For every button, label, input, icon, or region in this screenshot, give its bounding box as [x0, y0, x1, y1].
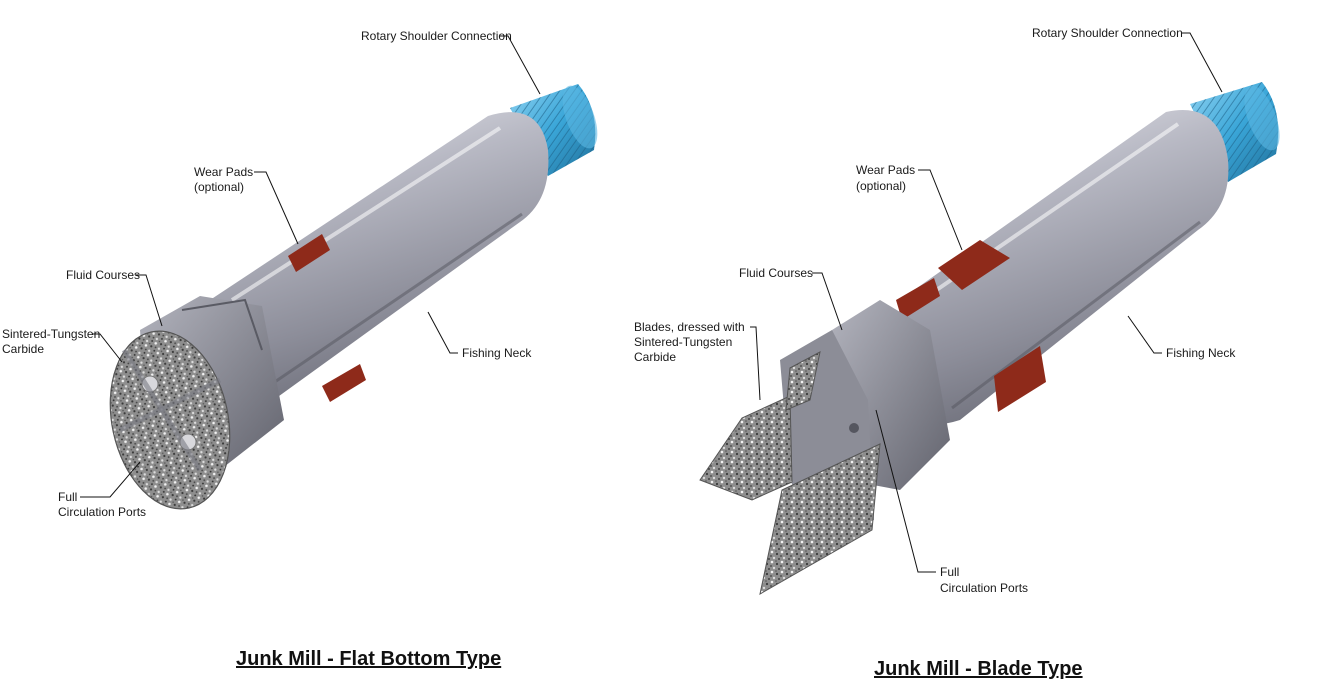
callout-fluid-courses-left: Fluid Courses	[66, 268, 163, 327]
right-wear-pad-side	[896, 278, 940, 320]
svg-text:Full: Full	[940, 565, 959, 579]
svg-text:Rotary Shoulder Connection: Rotary Shoulder Connection	[361, 29, 512, 43]
left-wear-pad-bottom	[322, 364, 366, 402]
caption-left: Junk Mill - Flat Bottom Type	[236, 648, 501, 670]
svg-text:Fishing Neck: Fishing Neck	[1166, 346, 1236, 360]
callout-fishing-neck-right: Fishing Neck	[1127, 315, 1236, 360]
callout-rotary-shoulder-left: Rotary Shoulder Connection	[361, 29, 541, 95]
svg-text:Fishing Neck: Fishing Neck	[462, 346, 532, 360]
callout-fluid-courses-right: Fluid Courses	[739, 266, 843, 331]
blade-back	[785, 351, 821, 411]
svg-text:Sintered-Tungsten: Sintered-Tungsten	[2, 327, 100, 341]
svg-text:Circulation Ports: Circulation Ports	[58, 505, 146, 519]
circulation-port	[849, 423, 859, 433]
right-wear-pad-top	[938, 240, 1010, 290]
left-threaded-pin	[510, 84, 598, 176]
svg-text:Circulation Ports: Circulation Ports	[940, 581, 1028, 595]
left-mill-body	[205, 112, 549, 409]
svg-text:Carbide: Carbide	[634, 350, 676, 364]
callout-rotary-shoulder-right: Rotary Shoulder Connection	[1032, 26, 1223, 93]
svg-text:Carbide: Carbide	[2, 342, 44, 356]
svg-text:(optional): (optional)	[194, 180, 244, 194]
right-mill-body	[895, 110, 1229, 425]
blade-upper	[699, 395, 793, 501]
svg-text:Fluid Courses: Fluid Courses	[739, 266, 813, 280]
callout-wear-pads-right: Wear Pads (optional)	[856, 163, 963, 251]
svg-text:Wear Pads: Wear Pads	[856, 163, 915, 177]
svg-text:Fluid Courses: Fluid Courses	[66, 268, 140, 282]
left-wear-pad-top	[288, 234, 330, 272]
caption-right: Junk Mill - Blade Type	[874, 658, 1083, 680]
svg-text:Rotary Shoulder Connection: Rotary Shoulder Connection	[1032, 26, 1183, 40]
right-threaded-pin	[1190, 82, 1280, 182]
blade-lower	[759, 443, 881, 595]
carbide-face	[109, 330, 231, 510]
blade-type-mill: Rotary Shoulder Connection Wear Pads (op…	[634, 26, 1280, 680]
carbide-blades	[699, 351, 881, 595]
callout-sintered-carbide-left: Sintered-Tungsten Carbide	[2, 327, 123, 363]
callout-circulation-ports-right: Full Circulation Ports	[875, 409, 1028, 595]
svg-text:Full: Full	[58, 490, 77, 504]
callout-circulation-ports-left: Full Circulation Ports	[58, 461, 146, 519]
svg-text:Wear Pads: Wear Pads	[194, 165, 253, 179]
callout-fishing-neck-left: Fishing Neck	[427, 311, 532, 360]
svg-text:Blades, dressed with: Blades, dressed with	[634, 320, 745, 334]
callout-blades-right: Blades, dressed with Sintered-Tungsten C…	[634, 320, 761, 401]
svg-text:(optional): (optional)	[856, 179, 906, 193]
right-wear-pad-bottom	[994, 346, 1046, 412]
callout-wear-pads-left: Wear Pads (optional)	[194, 165, 299, 245]
flat-bottom-mill: Rotary Shoulder Connection Wear Pads (op…	[2, 29, 598, 670]
svg-text:Sintered-Tungsten: Sintered-Tungsten	[634, 335, 732, 349]
